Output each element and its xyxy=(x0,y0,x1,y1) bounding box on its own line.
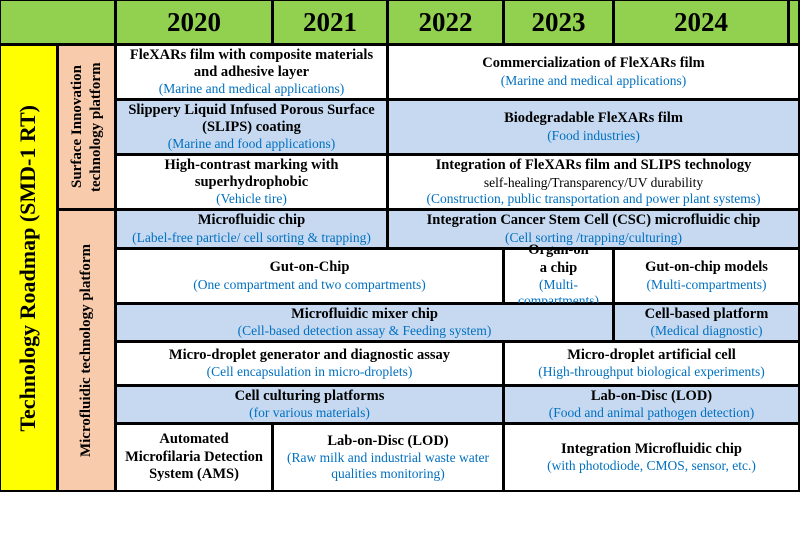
cell-subtitle: (Label-free particle/ cell sorting & tra… xyxy=(132,229,371,245)
cell-droplet-generator: Micro-droplet generator and diagnostic a… xyxy=(115,341,504,386)
cell-title: Gut-on-Chip xyxy=(269,259,350,276)
cell-title: Slippery Liquid Infused Porous Surface (… xyxy=(128,101,375,135)
cell-csc-chip: Integration Cancer Stem Cell (CSC) micro… xyxy=(387,209,800,249)
cell-flexars-commercial: Commercialization of FleXARs film (Marin… xyxy=(387,44,800,100)
cell-title: Commercialization of FleXARs film xyxy=(482,55,705,72)
cell-droplet-cell: Micro-droplet artificial cell (High-thro… xyxy=(503,341,800,386)
cell-title: Cell-based platform xyxy=(644,305,769,322)
cell-title: Automated Microfilaria Detection System … xyxy=(125,431,263,483)
cell-subtitle: (One compartment and two compartments) xyxy=(193,276,426,292)
cell-title: Microfluidic chip xyxy=(197,212,306,229)
cell-note: self-healing/Transparency/UV durability xyxy=(483,174,704,190)
cell-title: Integration of FleXARs film and SLIPS te… xyxy=(435,157,752,174)
year-header-2024: 2024 xyxy=(613,0,789,45)
cell-title: Organ-on a chip xyxy=(528,242,589,276)
cell-title: Microfluidic mixer chip xyxy=(291,305,438,322)
cell-subtitle: (with photodiode, CMOS, sensor, etc.) xyxy=(547,458,756,474)
year-header-2023: 2023 xyxy=(503,0,614,45)
microfluidic-platform-label: Microfluidic technology platform xyxy=(57,209,116,492)
cell-integration-flexars: Integration of FleXARs film and SLIPS te… xyxy=(387,154,800,210)
cell-subtitle: (High-throughput biological experiments) xyxy=(538,364,765,380)
surface-platform-label: Surface Innovation technology platform xyxy=(57,44,116,210)
cell-microfluidic-chip: Microfluidic chip (Label-free particle/ … xyxy=(115,209,388,249)
cell-lod-food: Lab-on-Disc (LOD) (Food and animal patho… xyxy=(503,385,800,424)
year-header-2021: 2021 xyxy=(272,0,388,45)
header-edge xyxy=(788,0,800,45)
cell-title: Micro-droplet artificial cell xyxy=(567,346,736,363)
cell-subtitle: (Marine and medical applications) xyxy=(500,72,687,88)
cell-subtitle: (Raw milk and industrial waste water qua… xyxy=(286,450,490,482)
cell-biodegradable: Biodegradable FleXARs film (Food industr… xyxy=(387,99,800,155)
cell-title: Lab-on-Disc (LOD) xyxy=(590,387,713,404)
surface-platform-title: Surface Innovation technology platform xyxy=(68,62,104,192)
cell-flexars-composite: FleXARs film with composite materials an… xyxy=(115,44,388,100)
cell-title: Cell culturing platforms xyxy=(234,387,385,404)
cell-mixer-chip: Microfluidic mixer chip (Cell-based dete… xyxy=(115,303,614,342)
cell-title: Lab-on-Disc (LOD) xyxy=(327,432,449,449)
cell-high-contrast: High-contrast marking with superhydropho… xyxy=(115,154,388,210)
cell-subtitle: (Multi-compartments) xyxy=(646,276,767,292)
cell-subtitle: (for various materials) xyxy=(249,405,370,421)
cell-subtitle: (Marine and food applications) xyxy=(167,136,336,152)
cell-title: Integration Microfluidic chip xyxy=(561,440,742,457)
cell-subtitle: (Cell encapsulation in micro-droplets) xyxy=(206,364,413,380)
cell-cell-platform: Cell-based platform (Medical diagnostic) xyxy=(613,303,800,342)
cell-title: Gut-on-chip models xyxy=(645,259,768,276)
year-header-2022: 2022 xyxy=(387,0,504,45)
year-header-2020: 2020 xyxy=(115,0,273,45)
cell-subtitle: (Vehicle tire) xyxy=(216,191,287,207)
cell-subtitle: (Food and animal pathogen detection) xyxy=(548,405,755,421)
cell-subtitle: (Construction, public transportation and… xyxy=(426,190,761,206)
cell-ams: Automated Microfilaria Detection System … xyxy=(115,423,273,492)
cell-integration-chip: Integration Microfluidic chip (with phot… xyxy=(503,423,800,492)
cell-subtitle: (Food industries) xyxy=(547,127,640,143)
cell-subtitle: (Medical diagnostic) xyxy=(650,323,763,339)
cell-gut-on-chip: Gut-on-Chip (One compartment and two com… xyxy=(115,248,504,304)
cell-title: High-contrast marking with superhydropho… xyxy=(164,156,339,190)
cell-title: FleXARs film with composite materials an… xyxy=(129,46,374,80)
cell-gut-models: Gut-on-chip models (Multi-compartments) xyxy=(613,248,800,304)
cell-title: Biodegradable FleXARs film xyxy=(504,110,683,127)
cell-subtitle: (Cell-based detection assay & Feeding sy… xyxy=(237,323,492,339)
cell-subtitle: (Marine and medical applications) xyxy=(158,81,345,97)
cell-title: Micro-droplet generator and diagnostic a… xyxy=(168,346,451,363)
cell-title: Integration Cancer Stem Cell (CSC) micro… xyxy=(426,212,761,229)
cell-cell-culturing: Cell culturing platforms (for various ma… xyxy=(115,385,504,424)
cell-lod-milk: Lab-on-Disc (LOD) (Raw milk and industri… xyxy=(272,423,504,492)
cell-subtitle: (Cell sorting /trapping/culturing) xyxy=(505,229,682,245)
cell-slips: Slippery Liquid Infused Porous Surface (… xyxy=(115,99,388,155)
roadmap-title-label: Technology Roadmap (SMD-1 RT) xyxy=(0,44,58,492)
roadmap-title: Technology Roadmap (SMD-1 RT) xyxy=(15,104,41,432)
header-corner xyxy=(0,0,116,45)
microfluidic-platform-title: Microfluidic technology platform xyxy=(78,243,95,458)
cell-organ-on-chip: Organ-on a chip (Multi-compartments) xyxy=(503,242,614,308)
